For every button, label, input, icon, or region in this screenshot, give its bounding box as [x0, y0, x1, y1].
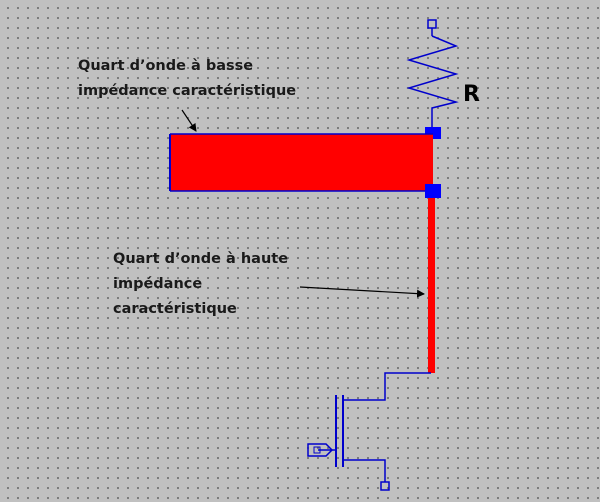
low-impedance-label-line1: Quart d’onde à basse	[78, 58, 254, 74]
resistor-label: R	[463, 82, 480, 107]
high-impedance-label-line3: caractéristique	[113, 301, 237, 317]
low-impedance-line[interactable]	[170, 134, 433, 191]
arrow-high-impedance	[299, 286, 425, 298]
low-impedance-label-line2: impédance caractéristique	[78, 83, 297, 99]
high-impedance-label-line1: Quart d’onde à haute	[113, 251, 289, 267]
arrow-low-impedance	[181, 109, 197, 132]
drain-wire	[343, 372, 431, 401]
high-impedance-line[interactable]	[428, 198, 435, 373]
low-impedance-label: Quart d’onde à basse impédance caractéri…	[78, 54, 296, 104]
bottom-port-terminal[interactable]	[380, 481, 390, 491]
high-impedance-label: Quart d’onde à haute impédance caractéri…	[113, 247, 288, 322]
source-wire	[343, 459, 386, 482]
top-port-terminal[interactable]	[427, 19, 437, 29]
high-impedance-label-line2: impédance	[113, 276, 203, 292]
gate-port[interactable]	[307, 443, 334, 457]
gate-port-inner	[313, 446, 321, 454]
resistor-zigzag[interactable]	[406, 35, 459, 128]
node-bottom[interactable]	[425, 184, 441, 198]
